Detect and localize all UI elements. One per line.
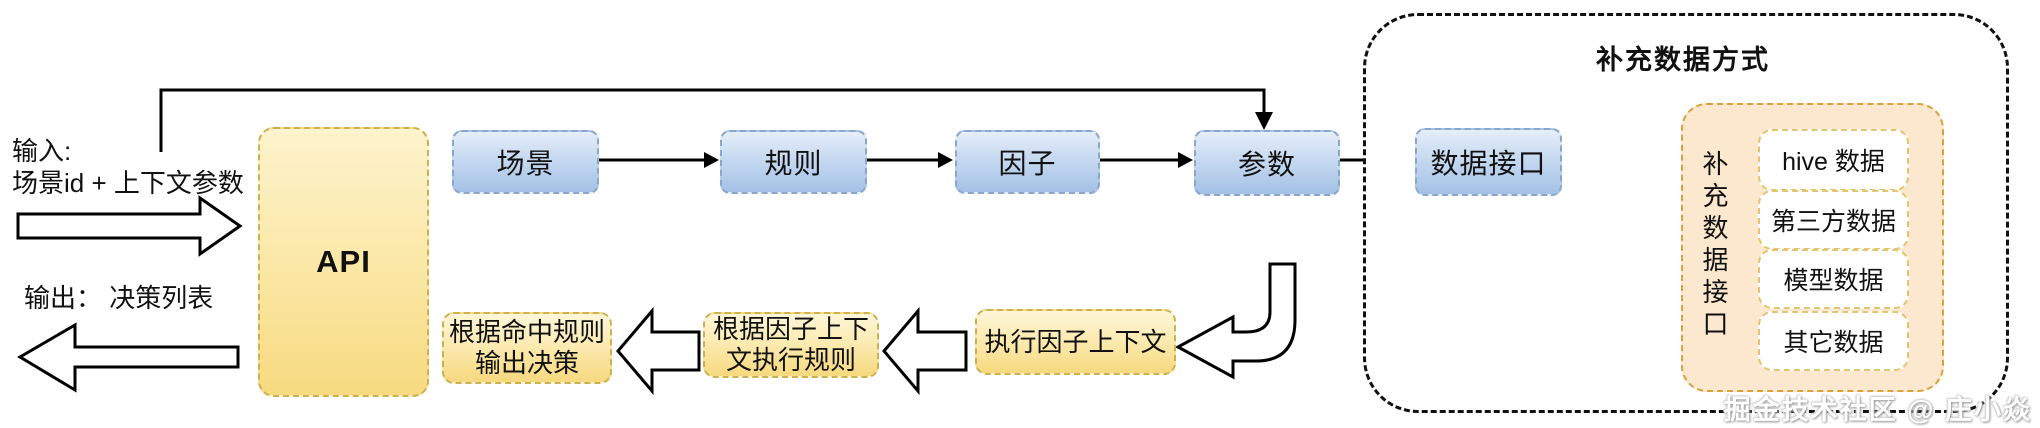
flow-box-param: 参数 <box>1194 130 1340 196</box>
flow-box-param-label: 参数 <box>1237 149 1296 180</box>
supplement-panel-title: 补充数据方式 <box>1596 45 1770 75</box>
source-box-hive-label: hive 数据 <box>1782 148 1885 176</box>
source-box-other: 其它数据 <box>1758 311 1909 371</box>
flow-box-output-decision: 根据命中规则 输出决策 <box>442 312 612 384</box>
flow-box-execute-factor-context: 执行因子上下文 <box>975 309 1176 375</box>
flow-box-scene-label: 场景 <box>496 148 555 179</box>
flow-box-data-interface: 数据接口 <box>1415 128 1562 196</box>
input-block-arrow <box>16 195 243 257</box>
source-box-other-label: 其它数据 <box>1783 329 1884 357</box>
watermark: 掘金技术社区 @ 庄小焱 <box>1723 395 2032 425</box>
flow-box-scene: 场景 <box>452 130 599 194</box>
source-box-thirdparty: 第三方数据 <box>1758 190 1909 250</box>
flow-box-data-interface-label: 数据接口 <box>1430 148 1547 179</box>
flow-box-factor-label: 因子 <box>998 148 1057 179</box>
api-box-label: API <box>316 244 371 279</box>
flow-box-execute-rules: 根据因子上下 文执行规则 <box>703 312 879 378</box>
source-box-thirdparty-label: 第三方数据 <box>1770 208 1896 236</box>
block-arrow-param-execute-hook <box>1174 262 1297 380</box>
input-to-param-arrowhead <box>1255 112 1273 130</box>
input-label-line2: 场景id + 上下文参数 <box>12 168 244 198</box>
block-arrow-box3-box2 <box>882 306 968 396</box>
input-label-line1: 输入: <box>12 136 72 166</box>
api-box: API <box>258 127 429 397</box>
flow-box-rule: 规则 <box>720 130 867 194</box>
arrowhead-rule-factor <box>938 152 953 168</box>
flow-box-output-decision-line1: 根据命中规则 <box>448 317 605 347</box>
flow-box-factor: 因子 <box>955 130 1100 194</box>
flow-box-execute-rules-line2: 文执行规则 <box>725 345 856 375</box>
source-box-model: 模型数据 <box>1758 249 1909 309</box>
flow-box-output-decision-line2: 输出决策 <box>474 348 579 378</box>
flow-box-execute-rules-line1: 根据因子上下 <box>712 314 869 344</box>
arrowhead-scene-rule <box>704 152 719 168</box>
source-box-model-label: 模型数据 <box>1783 267 1884 295</box>
arrowhead-factor-param <box>1178 152 1193 168</box>
source-box-hive: hive 数据 <box>1758 129 1909 191</box>
supplement-interface-vertical-label: 补充数据接口 <box>1699 150 1729 342</box>
output-block-arrow <box>17 322 240 393</box>
block-arrow-box2-box1 <box>616 306 701 396</box>
flow-box-rule-label: 规则 <box>764 148 823 179</box>
output-label: 输出： 决策列表 <box>24 283 214 313</box>
flow-box-execute-factor-context-label: 执行因子上下文 <box>984 326 1167 357</box>
